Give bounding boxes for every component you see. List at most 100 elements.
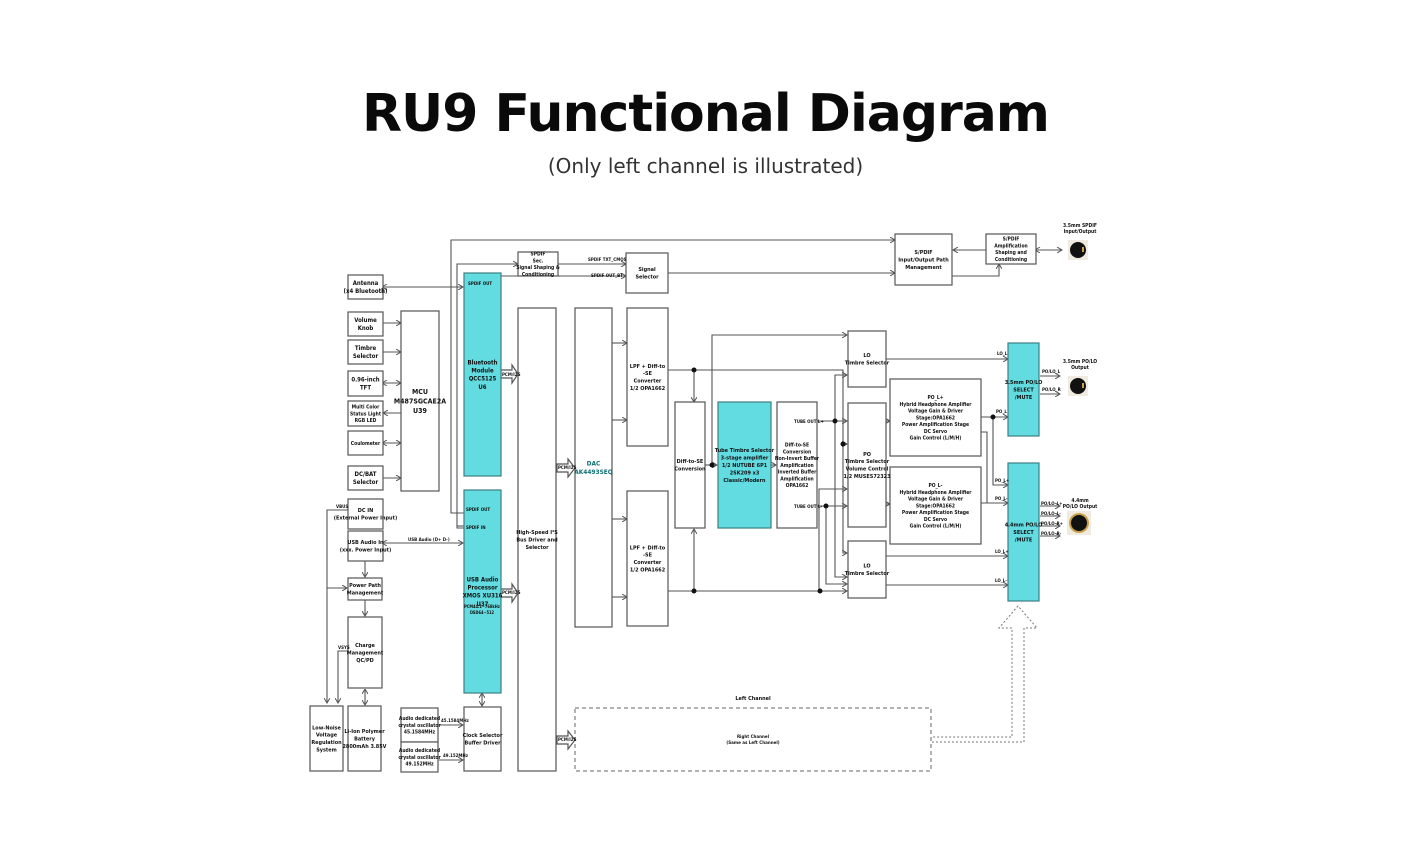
block-label: DC IN	[358, 508, 373, 514]
block-label: Amplification	[780, 463, 814, 469]
block-label: Low-Noise	[312, 725, 341, 731]
block-po-l-plus	[889, 378, 982, 457]
pcm-arrows	[500, 363, 576, 751]
block-timbre-selector-input	[347, 339, 384, 365]
block-label: 1/2 OPA1662	[630, 568, 666, 574]
block-usb-processor	[463, 489, 502, 694]
block-label: Power Amplification Stage	[902, 510, 969, 516]
block-diff-se	[674, 401, 706, 529]
block-label: Li-Ion Polymer	[344, 729, 385, 735]
block-label: Multi Color	[352, 405, 381, 411]
block-spdif-path	[894, 233, 953, 286]
block-mcu	[400, 310, 440, 492]
block-label: /MUTE	[1015, 537, 1033, 543]
block-label: U37	[477, 601, 489, 608]
block-label: Battery	[354, 736, 376, 742]
block-label: Management	[347, 650, 384, 656]
block-label: Amplification	[994, 243, 1028, 249]
block-tft	[347, 370, 384, 397]
block-label: (x4 Bluetooth)	[344, 288, 388, 295]
block-label: Audio dedicated	[399, 716, 440, 722]
block-label: crystal oscillator	[398, 755, 441, 761]
block-clock-selector	[463, 706, 502, 772]
block-label: 1/2 OPA1662	[630, 386, 666, 392]
block-battery	[347, 705, 382, 772]
block-label: LPF + Diff-to	[630, 364, 666, 370]
signal-label-po-l: PO_L	[996, 409, 1007, 414]
block-label: DC/BAT	[355, 471, 377, 478]
left-channel-label: Left Channel	[735, 696, 771, 702]
block-label: Classic/Modern	[723, 478, 766, 484]
block-sel-35	[1007, 342, 1040, 437]
block-label: 1/2 NUTUBE 6P1	[722, 463, 768, 469]
block-label: Voltage Gain & Driver	[908, 497, 964, 503]
signal-label-clk2: 49.152MHz	[443, 753, 469, 758]
signal-label-po-l-minus: PO_L-	[995, 496, 1008, 501]
block-tube-buffer	[776, 401, 818, 529]
block-label: Inverted Buffer	[778, 470, 817, 476]
pcm-arrow-usb	[500, 582, 519, 604]
block-label: USB Audio In	[347, 540, 384, 546]
block-label: crystal oscillator	[398, 723, 441, 729]
block-label: AK4493SEQ	[574, 468, 613, 476]
block-label: LO	[863, 353, 870, 359]
signal-label-spdif-out2: SPDIF OUT	[466, 507, 490, 512]
jack-label-out-44: PO/LO Output	[1063, 504, 1098, 510]
block-label: Bluetooth	[468, 359, 498, 366]
block-coulometer	[347, 430, 384, 456]
block-lo-timbre-bottom	[847, 540, 887, 599]
block-label: Converter	[634, 379, 662, 385]
block-label: Sec.	[533, 258, 544, 264]
signal-label-pcm-i2s-2: PCM/I2S	[502, 590, 521, 595]
junction-dot	[823, 503, 829, 509]
signal-label-spdif-out: SPDIF OUT	[468, 281, 492, 286]
signal-label-tube-out-plus: TUBE OUT L+	[794, 419, 824, 424]
jack-label-spdif: Input/Output	[1064, 229, 1098, 235]
block-power-path	[347, 577, 383, 601]
jack-35	[1068, 376, 1088, 396]
block-label: Status Light	[350, 411, 382, 417]
block-tube-timbre	[717, 401, 772, 529]
signal-label-lo-l-minus: LO_L-	[995, 578, 1007, 583]
signal-label-spdif-in: SPDIF IN	[466, 525, 486, 530]
block-label: SELECT	[1013, 387, 1034, 393]
pcm-arrow-dac	[556, 457, 576, 479]
block-label: DAC	[587, 459, 601, 467]
block-label: Voltage Gain & Driver	[908, 409, 964, 415]
block-label: SELECT	[1013, 530, 1034, 536]
block-label: MCU	[412, 388, 428, 396]
block-label: Selector	[353, 479, 379, 486]
junction-dot	[832, 418, 838, 424]
block-label: Bus Driver and	[516, 537, 558, 543]
block-label: U39	[413, 407, 427, 415]
block-label: Conditioning	[995, 257, 1027, 263]
block-lo-timbre-top	[847, 330, 887, 388]
block-label: -SE	[643, 371, 653, 377]
block-low-noise-reg	[309, 705, 344, 772]
block-label: Power Amplification Stage	[902, 422, 969, 428]
page-title: RU9 Functional Diagram	[361, 84, 1050, 144]
pcm-arrow-bt	[500, 363, 519, 385]
block-label: Conditioning	[522, 272, 554, 278]
page-subtitle: (Only left channel is illustrated)	[547, 154, 864, 178]
signal-label-spdif-txt: SPDIF TXT_CMOS	[588, 257, 627, 262]
block-label: Buffer Driver	[464, 741, 501, 747]
block-label: 49.152MHz	[405, 762, 434, 768]
block-sel-44	[1007, 462, 1040, 602]
signal-label-bal-r-minus: PO/LO_R-	[1041, 531, 1062, 536]
block-label: /MUTE	[1015, 395, 1033, 401]
block-label: QCC5125	[469, 376, 497, 383]
block-label: Timbre Selector	[845, 571, 890, 577]
pcm-arrow-right	[556, 729, 576, 751]
block-label: PO_L-	[928, 483, 942, 489]
block-label: 45.1584MHz	[404, 730, 436, 736]
block-label: Voltage	[316, 733, 338, 739]
block-label: 0.96-inch	[351, 377, 379, 384]
block-label: Management	[347, 591, 384, 597]
block-label: Shaping and	[995, 250, 1027, 256]
junction-dot	[691, 588, 697, 594]
block-lpf-top	[626, 307, 669, 447]
jack-spdif	[1068, 240, 1088, 260]
block-status-light	[347, 400, 384, 427]
